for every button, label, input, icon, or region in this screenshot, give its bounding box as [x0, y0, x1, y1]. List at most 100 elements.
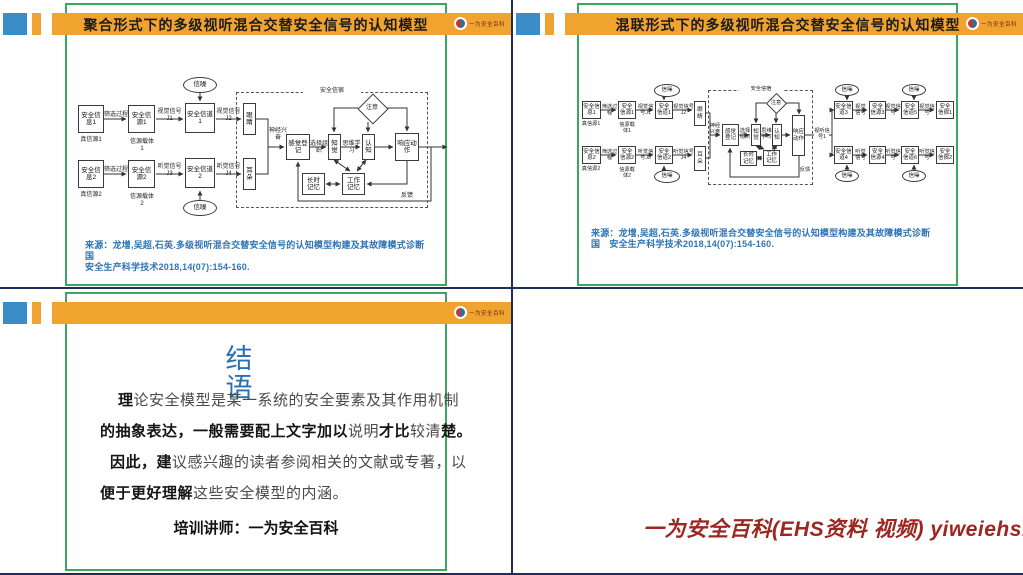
body-line1-text: 论安全模型是某一系统的安全要素及其作用机制	[133, 393, 460, 409]
body-line2-bold3: 楚。	[441, 423, 473, 440]
source-citation: 来源：龙增,吴超,石英.多级视听混合交替安全信号的认知模型构建及其故障模式诊断 …	[591, 228, 951, 250]
node-safety-channel2: 安全信道2	[655, 146, 673, 164]
label-select-organize: 选择组织	[310, 140, 329, 154]
slide-page-2[interactable]: 混联形式下的多级视听混合交替安全信号的认知模型 一为安全百科	[513, 0, 1023, 287]
accent-orange-stripe	[545, 13, 554, 35]
brand-logo: 一为安全百科	[965, 17, 1017, 30]
brand-logo-text: 一为安全百科	[468, 21, 505, 28]
accent-blue-square	[3, 13, 27, 35]
title-bar: 混联形式下的多级视听混合交替安全信号的认知模型 一为安全百科	[565, 13, 1023, 35]
label-safety-sink: 安全信宿	[739, 85, 783, 94]
node-perception: 知觉	[328, 134, 341, 160]
node-noise-bottom1: 信噪	[654, 170, 680, 183]
node-working-memory: 工作记忆	[342, 173, 365, 195]
body-line2: 的抽象表达，一般需要配上文字加以说明才比较清楚。	[100, 416, 488, 447]
node-sense-register: 感觉登记	[286, 134, 310, 160]
body-line2-bold2: 才比	[379, 423, 411, 440]
title-bar: 一为安全百科	[52, 302, 511, 324]
label-safety-sink: 安全信宿	[303, 86, 361, 97]
label-feedback: 反馈	[799, 166, 811, 173]
slide-page-1[interactable]: 聚合形式下的多级视听混合交替安全信号的认知模型 一为安全百科	[0, 0, 511, 287]
node-safety-sink2: 安全信宿2	[936, 146, 954, 164]
label-attention: 注意	[365, 104, 378, 111]
body-line2-text1: 说明	[348, 424, 380, 440]
node-safety-source1: 安全信源1	[618, 101, 636, 119]
trainer-line: 培训讲师：一为安全百科	[173, 520, 339, 537]
conclusion-heading: 结 语	[225, 344, 255, 403]
label-true-source1: 真信源1	[581, 121, 601, 128]
label-thinking-learning: 思维学习	[761, 128, 772, 140]
node-safety-channel1: 安全信道1	[655, 101, 673, 119]
source-line1: 来源：龙增,吴超,石英.多级视听混合交替安全信号的认知模型构建及其故障模式诊断	[85, 240, 425, 250]
conclusion-body: 理论安全模型是某一系统的安全要素及其作用机制 的抽象表达，一般需要配上文字加以说…	[100, 385, 488, 509]
source-citation: 来源：龙增,吴超,石英.多级视听混合交替安全信号的认知模型构建及其故障模式诊断 …	[85, 240, 450, 273]
brand-logo-text: 一为安全百科	[468, 310, 505, 317]
label-filter-process2: 筛选过程	[601, 148, 618, 161]
node-safety-channel5: 安全信道5	[901, 101, 919, 119]
label-filter-process1: 筛选过程	[104, 112, 129, 119]
label-av-signal1: 视听信号1	[814, 128, 830, 140]
body-line3-bold: 因此，建	[110, 454, 173, 471]
accent-orange-stripe	[32, 13, 41, 35]
label-auditory-signal1: 听觉信号J3	[637, 148, 654, 161]
accent-blue-square	[516, 13, 540, 35]
node-noise-top1: 信噪	[654, 84, 680, 97]
slide-title: 聚合形式下的多级视听混合交替安全信号的认知模型	[83, 17, 429, 33]
node-safety-info1: 安全信息1	[78, 105, 104, 133]
slide-page-3[interactable]: 一为安全百科 结 语 理论安全模型是某一系统的安全要素及其作用机制 的抽象表达，…	[0, 289, 511, 573]
label-auditory-signal3: 听觉信号	[855, 148, 866, 161]
label-source-carrier2: 信源载体2	[129, 193, 154, 207]
label-nerve-excitation: 神经兴奋	[268, 127, 287, 141]
label-true-source1: 真信源1	[80, 136, 102, 143]
node-safety-info1: 安全信息1	[582, 101, 601, 119]
label-filter-process1: 筛选过程	[601, 103, 618, 116]
node-working-memory: 工作记忆	[763, 150, 780, 166]
label-true-source2: 真信源2	[80, 191, 102, 198]
node-response-action: 响应动作	[395, 133, 419, 161]
label-filter-process2: 筛选过程	[104, 167, 129, 174]
body-line3-text: 议感兴趣的读者参阅相关的文献或专著，以	[172, 455, 467, 471]
body-line1: 理论安全模型是某一系统的安全要素及其作用机制	[100, 385, 488, 416]
node-safety-channel3: 安全信道3	[834, 101, 853, 119]
label-visual-signal1: 视觉信号J1	[157, 108, 182, 122]
body-line2-text2: 较清	[410, 424, 442, 440]
source-line2: 国	[85, 251, 95, 261]
node-noise-bottom: 信噪	[183, 200, 217, 216]
label-visual-signal2: 视觉信号J2	[673, 103, 694, 116]
label-nerve-excitation: 神经兴奋	[709, 123, 721, 135]
node-sense-register: 感觉登记	[722, 124, 739, 146]
slide-page-4[interactable]: 一为安全百科(EHS资料 视频) yiweiehs.cn	[513, 289, 1023, 573]
body-line4-text: 这些安全模型的内涵。	[193, 486, 349, 502]
node-response-action: 响应动作	[792, 115, 805, 156]
node-safety-source3: 安全信源3	[869, 101, 886, 119]
node-long-term-memory: 长时记忆	[302, 173, 325, 195]
brand-logo-text: 一为安全百科	[980, 21, 1017, 28]
label-visual-signal1: 视觉信号J1	[637, 103, 654, 116]
divider-horizontal-bottom	[0, 573, 1023, 575]
label-feedback: 反馈	[400, 193, 413, 200]
node-noise-bottom3: 信噪	[902, 170, 926, 182]
slide-border	[577, 3, 958, 286]
node-safety-sink1: 安全信宿1	[936, 101, 954, 119]
node-noise-top: 信噪	[183, 77, 217, 93]
node-long-term-memory: 长时记忆	[740, 151, 757, 166]
node-safety-info2: 安全信息2	[78, 160, 104, 188]
source-line3: 安全生产科学技术2018,14(07):154-160.	[85, 262, 250, 272]
node-cognition: 认知	[772, 124, 782, 146]
node-perception: 知觉	[751, 124, 761, 146]
node-noise-top3: 信噪	[902, 84, 926, 96]
label-visual-signal5: 视觉信号	[919, 103, 935, 116]
label-auditory-signal2: 听觉信号J4	[673, 148, 694, 161]
node-noise-top2: 信噪	[835, 84, 859, 96]
label-auditory-signal5: 听觉信号	[919, 148, 935, 161]
node-safety-source2: 安全信源2	[128, 160, 155, 188]
label-true-source2: 真信源2	[581, 166, 601, 173]
node-safety-channel2: 安全信道2	[185, 158, 215, 188]
label-source-carrier2: 信源载体2	[619, 166, 635, 179]
node-ear: 耳朵	[694, 146, 706, 171]
label-source-carrier1: 信源载体1	[619, 121, 635, 134]
node-noise-bottom2: 信噪	[835, 170, 859, 182]
label-select-organize: 选择组织	[739, 128, 751, 140]
body-line1-bold: 理	[118, 392, 134, 409]
node-safety-channel1: 安全信道1	[185, 103, 215, 133]
